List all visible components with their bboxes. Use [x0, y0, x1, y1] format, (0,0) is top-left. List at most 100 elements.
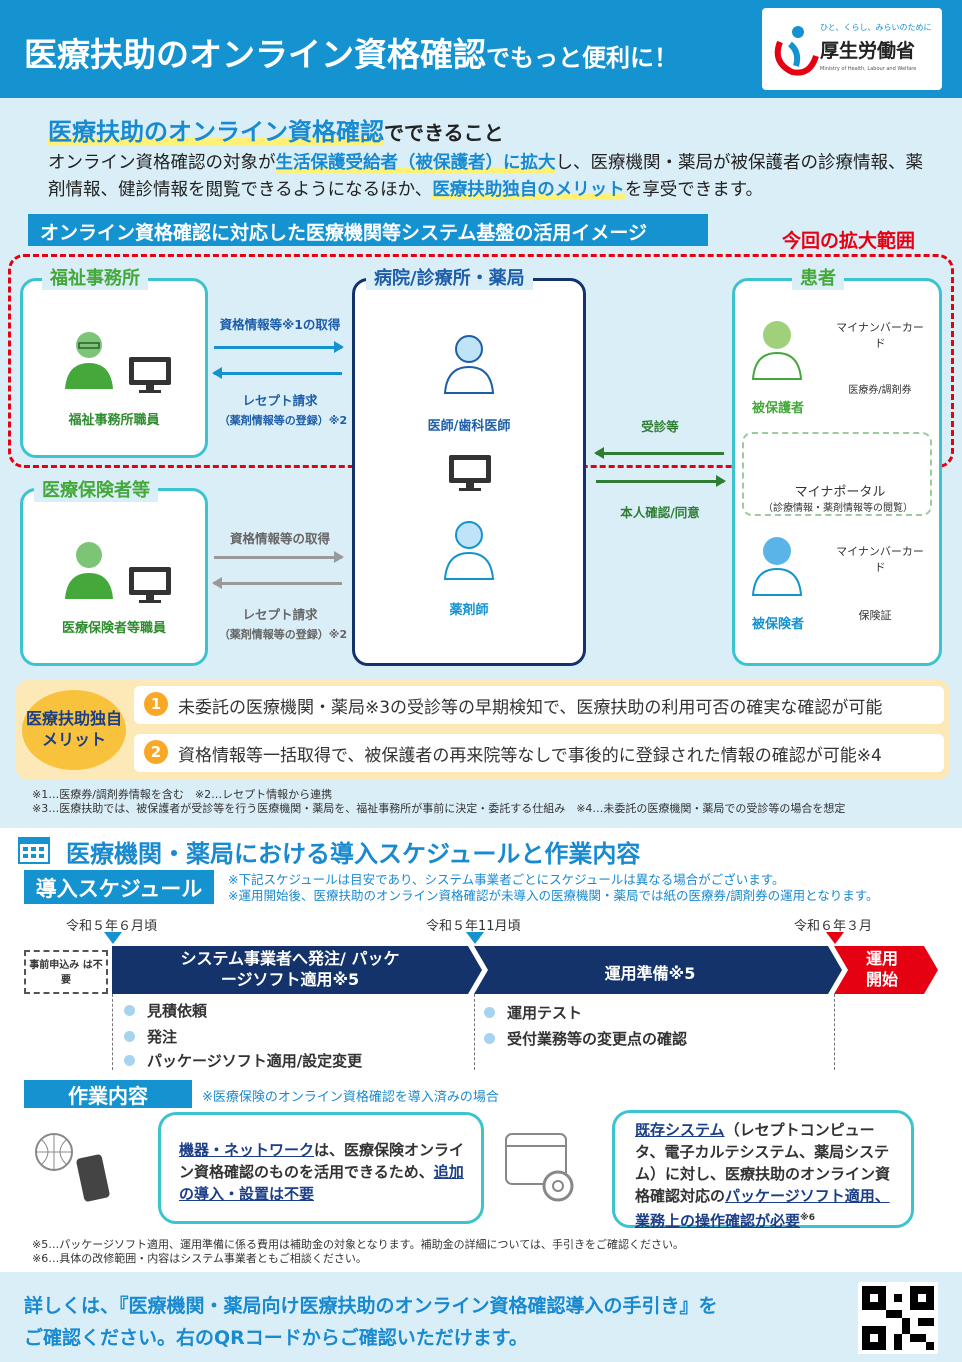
arrow-left	[212, 367, 342, 379]
expansion-range-label: 今回の拡大範囲	[782, 230, 916, 252]
bubble-note-ref: ※6	[800, 1213, 816, 1223]
computer-monitor-icon	[129, 357, 171, 393]
schedule-label: 導入スケジュール	[24, 870, 214, 904]
intro-body: オンライン資格確認の対象が生活保護受給者（被保護者）に拡大し、医療機関・薬局が被…	[48, 150, 938, 204]
title-main: 医療扶助のオンライン資格確認	[24, 35, 486, 74]
mynaportal-box	[742, 432, 932, 516]
bubble-emphasis: 追加の導入・設置は不要	[179, 1163, 464, 1203]
pharmacist-icon	[443, 521, 495, 580]
intro-text: し、医療機関・薬局が被保護者の診療情報、薬剤情報、健診情報を閲覧できるようになる…	[48, 153, 923, 200]
merit-panel: 医療扶助独自メリット 1 未委託の医療機関・薬局※3の受診等の早期検知で、医療扶助…	[16, 680, 950, 780]
divider	[474, 994, 475, 1070]
bubble-emphasis: 機器・ネットワーク	[179, 1141, 315, 1159]
footer-text: 詳しくは、『医療機関・薬局向け医療扶助のオンライン資格確認導入の手引き』をご確認…	[24, 1290, 718, 1354]
patient-title: 患者	[792, 264, 844, 290]
computer-monitor-icon	[449, 455, 491, 491]
date-marker	[104, 932, 122, 944]
date-label: 令和５年11月頃	[426, 919, 521, 934]
arrow-left	[212, 577, 342, 589]
patient-box: 被保護者 マイナンバーカード 医療券/調剤券 マイナポータル （診療情報・薬剤情…	[732, 278, 942, 666]
receipt-label: レセプト請求	[242, 393, 318, 408]
hospital-box: 医師/歯科医師 薬剤師	[352, 278, 586, 666]
intro-text: を享受できます。	[624, 180, 764, 200]
protected-label: 被保護者	[751, 401, 804, 416]
insurer-title: 医療保険者等	[34, 476, 158, 502]
phase-label: システム事業者へ発注/ パッケージソフト適用※5	[180, 949, 400, 989]
bubble-network: 機器・ネットワークは、医療保険オンライン資格確認のものを活用できるため、追加の導…	[158, 1112, 484, 1224]
qr-code[interactable]	[858, 1282, 938, 1354]
staff-person-icon	[65, 332, 113, 389]
mynaportal-sub-label: （診療情報・薬剤情報等の閲覧）	[763, 503, 913, 514]
footnote: ※5…パッケージソフト適用、運用準備に係る費用は補助金の対象となります。補助金の…	[32, 1238, 685, 1251]
work-note: ※医療保険のオンライン資格確認を導入済みの場合	[202, 1090, 499, 1105]
staff-person-icon	[65, 542, 113, 599]
merit-badge: 医療扶助独自メリット	[22, 690, 126, 770]
computer-monitor-icon	[129, 567, 171, 603]
bubble-system: 既存システム（レセプトコンピュータ、電子カルテシステム、薬局システム）に対し、医…	[612, 1110, 914, 1230]
get-info-label: 資格情報等の取得	[229, 531, 330, 546]
divider	[112, 994, 113, 1070]
work-label: 作業内容	[24, 1080, 192, 1108]
bubble-emphasis: 既存システム	[635, 1121, 725, 1139]
bubble-emphasis: パッケージソフト適用、業務上の操作確認が必要	[635, 1187, 890, 1230]
intro-emphasis: 生活保護受給者（被保護者）に拡大	[275, 153, 556, 173]
footnote: ※1…医療券/調剤券情報を含む ※2…レセプト情報から連携	[32, 788, 333, 801]
date-marker	[826, 932, 844, 944]
task-item: 運用テスト	[484, 1002, 582, 1023]
date-label: 令和６年３月	[794, 919, 873, 934]
logo-name: 厚生労働省	[820, 40, 916, 62]
medical-ticket-label: 医療券/調剤券	[848, 385, 912, 396]
task-item: 受付業務等の変更点の確認	[484, 1028, 687, 1049]
phase-band-2	[474, 946, 842, 994]
mynumber-card-label: マイナンバーカード	[836, 321, 924, 350]
no-preapplication-note: 事前申込み は不要	[24, 950, 108, 994]
diagram-label: オンライン資格確認に対応した医療機関等システム基盤の活用イメージ	[28, 214, 708, 246]
logo-en: Ministry of Health, Labour and Welfare	[820, 66, 917, 72]
merit-text: 未委託の医療機関・薬局※3の受診等の早期検知で、医療扶助の利用可否の確実な確認が…	[178, 698, 883, 718]
intro-emphasis: 医療扶助独自のメリット	[432, 180, 625, 200]
arrow-right	[596, 475, 726, 487]
insurer-box: 医療保険者等職員	[20, 488, 208, 666]
phase-label: 運用 開始	[865, 949, 898, 989]
bubble-text: は、医療保険オンライン資格確認のものを活用できるため、	[179, 1141, 465, 1181]
hospital-title: 病院/診療所・薬局	[366, 264, 533, 290]
footnote: ※3…医療扶助では、被保護者が受診等を行う医療機関・薬局を、福祉事務所が事前に決…	[32, 802, 846, 815]
divider	[834, 994, 835, 1070]
date-marker	[466, 932, 484, 944]
qr-code-icon	[862, 1286, 934, 1350]
phase-band-1	[112, 946, 482, 994]
insurer-staff-label: 医療保険者等職員	[61, 621, 166, 636]
welfare-office-title: 福祉事務所	[42, 264, 148, 290]
bubble-text: （レセプトコンピュータ、電子カルテシステム、薬局システム）に対し、医療扶助のオン…	[635, 1121, 891, 1205]
protected-person-icon	[751, 321, 803, 380]
calendar-icon	[18, 837, 50, 864]
intro-title-main: 医療扶助のオンライン資格確認	[48, 118, 384, 146]
intro-title: 医療扶助のオンライン資格確認でできること	[48, 112, 504, 147]
task-item: 見積依頼	[124, 1000, 207, 1021]
schedule-note: ※下記スケジュールは目安であり、システム事業者ごとにスケジュールは異なる場合がご…	[228, 872, 785, 887]
phase-label: 運用準備※5	[604, 964, 696, 983]
arrow-right	[214, 551, 344, 563]
arrow-left	[594, 447, 724, 459]
visit-label: 受診等	[641, 419, 679, 434]
schedule-note: ※運用開始後、医療扶助のオンライン資格確認が未導入の医療機関・薬局では紙の医療券…	[228, 888, 879, 903]
consent-label: 本人確認/同意	[620, 505, 700, 520]
page-title: 医療扶助のオンライン資格確認でもっと便利に！	[24, 28, 678, 76]
welfare-office-box: 福祉事務所職員	[20, 278, 208, 458]
insured-person-icon	[751, 537, 803, 596]
merit-number: 2	[144, 740, 168, 764]
intro-text: オンライン資格確認の対象が	[48, 153, 276, 173]
task-item: パッケージソフト適用/設定変更	[124, 1050, 362, 1071]
schedule-bands	[112, 946, 938, 994]
date-label: 令和５年６月頃	[66, 919, 158, 934]
doctor-label: 医師/歯科医師	[427, 419, 511, 434]
receipt-sub-label: （薬剤情報等の登録）※2	[218, 628, 348, 641]
footer-line: ご確認ください。右のQRコードからご確認いただけます。	[24, 1327, 528, 1349]
system-settings-icon	[505, 1133, 574, 1202]
get-info-label: 資格情報等※1の取得	[219, 317, 341, 332]
merit-number: 1	[144, 692, 168, 716]
intro-title-suffix: でできること	[384, 121, 504, 145]
footnote: ※6…具体の改修範囲・内容はシステム事業者ともご相談ください。	[32, 1252, 367, 1265]
task-item: 発注	[124, 1026, 177, 1047]
